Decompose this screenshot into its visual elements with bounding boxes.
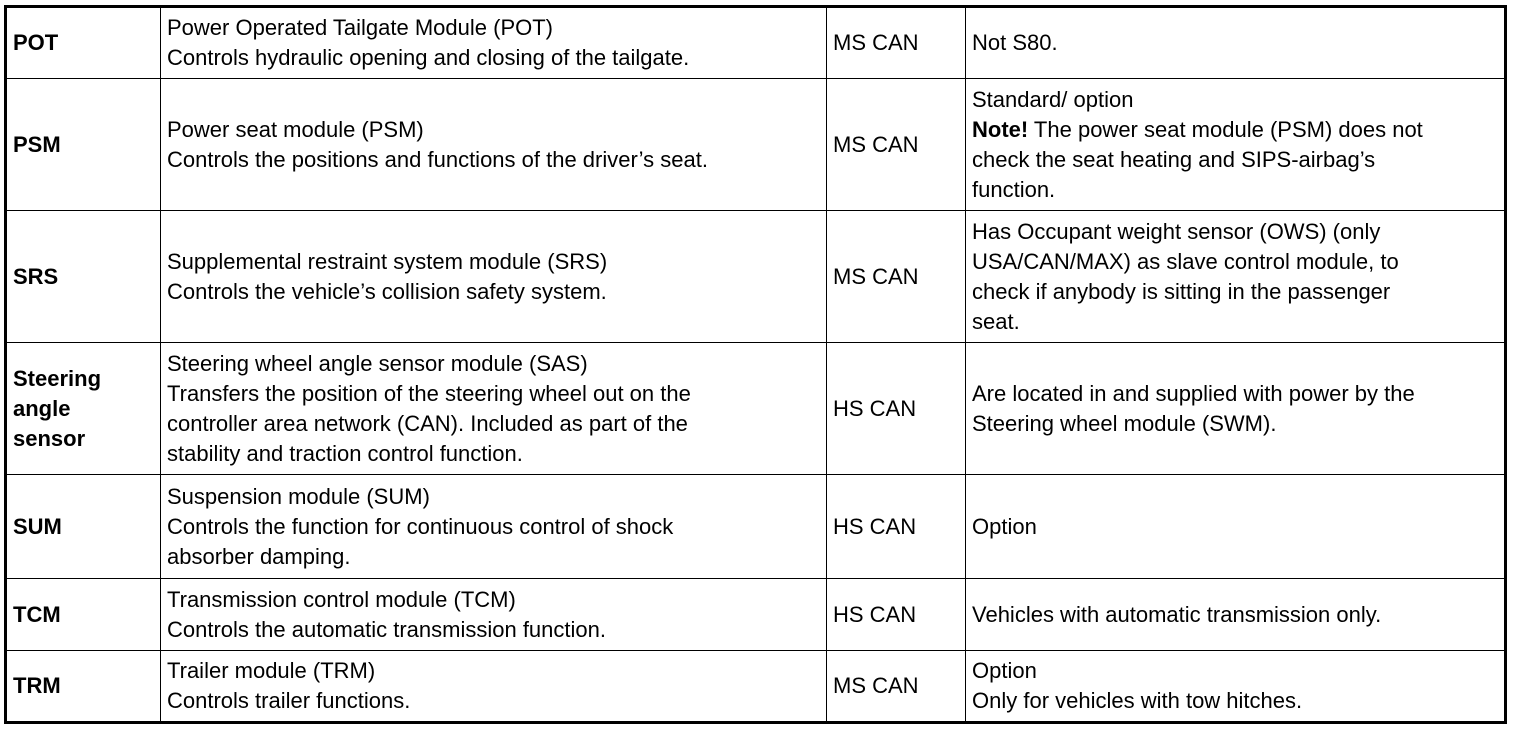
remarks-line: check if anybody is sitting in the passe… (972, 278, 1391, 304)
network-value: MS CAN (833, 30, 919, 55)
module-code: POT (13, 30, 59, 55)
remarks-line: check the seat heating and SIPS-airbag’s (972, 146, 1376, 172)
remarks-cell: Option Only for vehicles with tow hitche… (965, 650, 1506, 723)
module-description-line: stability and traction control function. (167, 440, 523, 466)
remarks-line: Are located in and supplied with power b… (972, 380, 1415, 406)
module-name: Power Operated Tailgate Module (POT) (167, 15, 553, 40)
module-code-cell: SUM (5, 474, 161, 579)
remarks-cell: Standard/ option Note! The power seat mo… (965, 78, 1506, 211)
remarks-line: Has Occupant weight sensor (OWS) (only (972, 218, 1381, 244)
network-value: MS CAN (833, 673, 919, 698)
remarks-line: Option (972, 658, 1037, 683)
network-cell: MS CAN (826, 6, 966, 79)
network-cell: HS CAN (826, 342, 966, 475)
remarks-cell: Not S80. (965, 6, 1506, 79)
module-description-cell: Supplemental restraint system module (SR… (160, 210, 827, 343)
module-description-line: Controls hydraulic opening and closing o… (167, 45, 690, 70)
remarks-line: USA/CAN/MAX) as slave control module, to (972, 248, 1399, 274)
module-code-cell: PSM (5, 78, 161, 211)
network-value: HS CAN (833, 513, 917, 539)
module-code-cell: POT (5, 6, 161, 79)
module-code: sensor (13, 425, 86, 451)
module-code: TCM (13, 601, 61, 627)
module-code-cell: TRM (5, 650, 161, 723)
network-cell: HS CAN (826, 474, 966, 579)
module-code-cell: SRS (5, 210, 161, 343)
note-text: The power seat module (PSM) does not (1028, 116, 1423, 142)
table-row: SUM Suspension module (SUM) Controls the… (5, 474, 1506, 579)
remarks-line: function. (972, 176, 1056, 202)
network-value: HS CAN (833, 395, 917, 421)
network-cell: MS CAN (826, 210, 966, 343)
module-description-line: Controls the positions and functions of … (167, 146, 708, 172)
module-description-line: Controls trailer functions. (167, 688, 411, 713)
module-name: Supplemental restraint system module (SR… (167, 248, 608, 274)
module-name: Transmission control module (TCM) (167, 586, 516, 612)
network-value: MS CAN (833, 263, 919, 289)
module-name: Steering wheel angle sensor module (SAS) (167, 350, 588, 376)
network-value: MS CAN (833, 131, 919, 157)
remarks-line: Not S80. (972, 30, 1058, 55)
remarks-line: Standard/ option (972, 86, 1134, 112)
module-code: SUM (13, 513, 62, 539)
remarks-note-line: Note! The power seat module (PSM) does n… (972, 115, 1498, 145)
remarks-cell: Has Occupant weight sensor (OWS) (only U… (965, 210, 1506, 343)
module-code: SRS (13, 263, 59, 289)
module-description-cell: Power seat module (PSM) Controls the pos… (160, 78, 827, 211)
remarks-line: Vehicles with automatic transmission onl… (972, 601, 1382, 627)
network-cell: HS CAN (826, 578, 966, 651)
table-row: POT Power Operated Tailgate Module (POT)… (5, 6, 1506, 79)
module-description-cell: Trailer module (TRM) Controls trailer fu… (160, 650, 827, 723)
remarks-cell: Option (965, 474, 1506, 579)
module-name: Trailer module (TRM) (167, 658, 376, 683)
module-code: angle (13, 395, 71, 421)
module-description-line: Controls the automatic transmission func… (167, 616, 606, 642)
module-table: POT Power Operated Tailgate Module (POT)… (4, 5, 1507, 724)
module-description-line: absorber damping. (167, 543, 351, 569)
network-value: HS CAN (833, 601, 917, 627)
remarks-cell: Vehicles with automatic transmission onl… (965, 578, 1506, 651)
remarks-cell: Are located in and supplied with power b… (965, 342, 1506, 475)
remarks-line: Option (972, 513, 1037, 539)
table-row: TRM Trailer module (TRM) Controls traile… (5, 650, 1506, 723)
remarks-line: Only for vehicles with tow hitches. (972, 688, 1303, 713)
remarks-line: seat. (972, 308, 1020, 334)
module-description-cell: Power Operated Tailgate Module (POT) Con… (160, 6, 827, 79)
module-code-cell: TCM (5, 578, 161, 651)
module-description-cell: Steering wheel angle sensor module (SAS)… (160, 342, 827, 475)
table-row: SRS Supplemental restraint system module… (5, 210, 1506, 343)
module-code-cell: Steering angle sensor (5, 342, 161, 475)
remarks-line: Steering wheel module (SWM). (972, 410, 1277, 436)
module-code: TRM (13, 673, 61, 698)
module-code: Steering (13, 365, 102, 391)
module-description-line: Controls the function for continuous con… (167, 513, 674, 539)
module-name: Power seat module (PSM) (167, 116, 424, 142)
table-row: TCM Transmission control module (TCM) Co… (5, 578, 1506, 651)
module-name: Suspension module (SUM) (167, 483, 430, 509)
table-row: PSM Power seat module (PSM) Controls the… (5, 78, 1506, 211)
module-description-line: Transfers the position of the steering w… (167, 380, 691, 406)
module-description-cell: Transmission control module (TCM) Contro… (160, 578, 827, 651)
note-label: Note! (972, 116, 1029, 142)
network-cell: MS CAN (826, 78, 966, 211)
module-description-line: Controls the vehicle’s collision safety … (167, 278, 607, 304)
module-code: PSM (13, 131, 61, 157)
network-cell: MS CAN (826, 650, 966, 723)
table-row: Steering angle sensor Steering wheel ang… (5, 342, 1506, 475)
module-description-line: controller area network (CAN). Included … (167, 410, 688, 436)
module-description-cell: Suspension module (SUM) Controls the fun… (160, 474, 827, 579)
